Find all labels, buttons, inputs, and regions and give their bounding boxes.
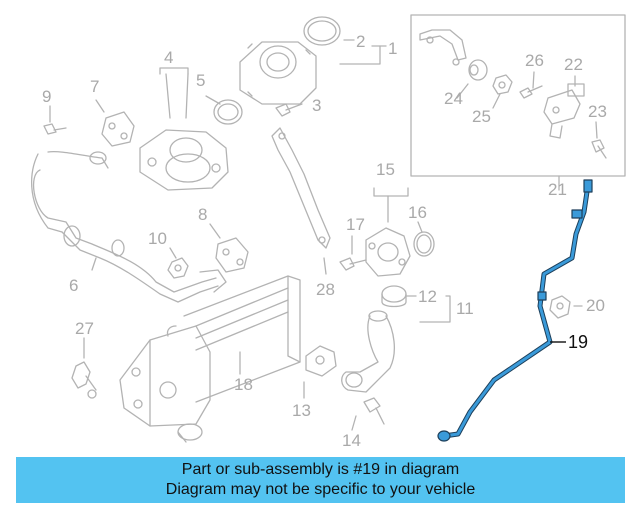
callout-10: 10 <box>148 229 167 248</box>
bolt-part-26 <box>519 85 543 99</box>
callout-7: 7 <box>90 77 100 96</box>
callout-21: 21 <box>548 180 567 199</box>
hose-part-11 <box>341 310 396 393</box>
callout-5: 5 <box>196 71 206 90</box>
callout-12: 12 <box>418 287 437 306</box>
info-banner: Part or sub-assembly is #19 in diagram D… <box>16 457 625 503</box>
callout-17: 17 <box>346 215 365 234</box>
callout-6: 6 <box>69 276 79 295</box>
gasket-part-7 <box>101 111 135 147</box>
grommet-part-24 <box>468 59 488 81</box>
callout-9: 9 <box>42 87 52 106</box>
bracket-part <box>419 29 467 66</box>
bracket-part-28 <box>271 127 331 249</box>
gasket-part-2 <box>303 16 341 46</box>
egr-valve-part-1 <box>239 41 317 105</box>
bolt-part-9 <box>43 123 67 135</box>
flange-part-15 <box>365 227 411 277</box>
egr-pipe-part-6 <box>31 150 227 303</box>
callout-13: 13 <box>292 401 311 420</box>
gasket-part-13 <box>305 345 337 377</box>
nut-part-25 <box>492 74 513 95</box>
gasket-part-8 <box>215 237 249 273</box>
callout-28: 28 <box>316 280 335 299</box>
egr-cooler-valve-part-4 <box>139 129 229 191</box>
inset-frame <box>410 14 626 177</box>
callout-25: 25 <box>472 107 491 126</box>
callout-23: 23 <box>588 102 607 121</box>
callout-4: 4 <box>164 48 174 67</box>
callout-20: 20 <box>586 296 605 315</box>
callout-15: 15 <box>376 160 395 179</box>
banner-part-notice: Part or sub-assembly is #19 in diagram <box>181 461 460 478</box>
callout-19: 19 <box>568 332 589 352</box>
gasket-part-16 <box>413 231 435 257</box>
bolt-part-17 <box>339 257 367 271</box>
callout-22: 22 <box>564 55 583 74</box>
highlighted-pipe-part-19 <box>437 179 593 442</box>
callout-3: 3 <box>312 96 322 115</box>
bolt-part-23 <box>591 139 607 159</box>
callout-14: 14 <box>342 431 361 450</box>
egr-cooler-part-18 <box>119 275 301 443</box>
callout-11: 11 <box>456 299 474 318</box>
callout-1: 1 <box>388 39 398 58</box>
gasket-part-5 <box>213 99 243 125</box>
pressure-sensor-part-22 <box>543 83 585 139</box>
bolt-part-3 <box>275 103 303 117</box>
callout-18: 18 <box>234 375 253 394</box>
callout-2: 2 <box>356 32 366 51</box>
bolt-part-14 <box>363 397 385 425</box>
callout-26: 26 <box>525 51 544 70</box>
callout-8: 8 <box>198 205 208 224</box>
callout-16: 16 <box>408 203 427 222</box>
callout-24: 24 <box>444 89 463 108</box>
banner-disclaimer: Diagram may not be specific to your vehi… <box>165 481 476 498</box>
nut-part-10 <box>167 257 189 279</box>
sensor-part-27 <box>71 361 97 399</box>
callout-27: 27 <box>75 319 94 338</box>
nut-part-20 <box>549 295 571 319</box>
clamp-part-12 <box>381 285 417 308</box>
